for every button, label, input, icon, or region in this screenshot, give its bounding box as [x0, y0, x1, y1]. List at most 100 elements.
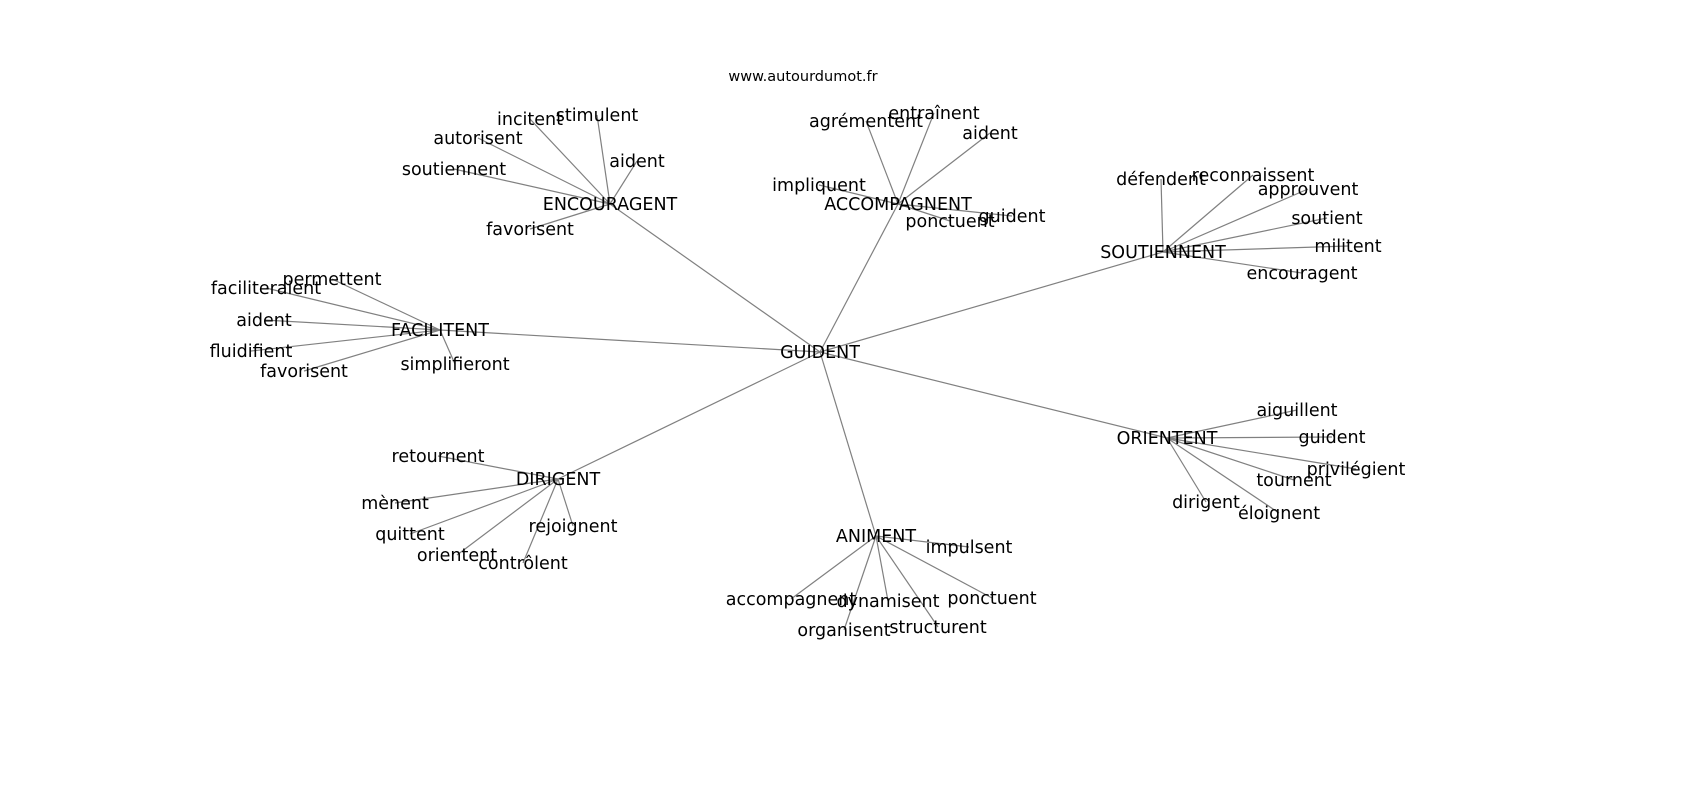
edge-hub-leaf [1162, 188, 1309, 253]
edge-hub-leaf [453, 168, 611, 205]
edge-hub-leaf [875, 535, 889, 602]
leaf-node: organisent [797, 621, 890, 641]
edge-hub-leaf [875, 535, 993, 599]
leaf-node: faciliteraient [211, 279, 321, 299]
leaf-node: soutiennent [402, 160, 506, 180]
edge-hub-leaf [609, 160, 638, 205]
leaf-node: tournent [1256, 471, 1331, 491]
leaf-node: dynamisent [836, 592, 939, 612]
edge-hub-leaf [439, 329, 456, 365]
hub-node: DIRIGENT [516, 470, 601, 490]
edge-center-hub [819, 251, 1164, 353]
leaf-node: stimulent [556, 106, 639, 126]
edge-hub-leaf [437, 455, 559, 480]
leaf-node: retournent [392, 447, 485, 467]
edge-hub-leaf [303, 329, 441, 372]
edge-hub-leaf [1166, 437, 1280, 514]
edge-hub-leaf [596, 114, 611, 205]
hub-node: SOUTIENNENT [1100, 243, 1226, 263]
edge-center-hub [819, 351, 877, 537]
edge-hub-leaf [1166, 437, 1295, 481]
edge-hub-leaf [331, 278, 441, 331]
edge-hub-leaf [557, 478, 574, 527]
leaf-node: orientent [417, 546, 497, 566]
hub-node: ORIENTENT [1117, 429, 1218, 449]
leaf-node: agrémentent [809, 112, 923, 132]
leaf-node: ponctuent [947, 589, 1036, 609]
leaf-node: quittent [375, 525, 445, 545]
leaf-node: soutient [1291, 209, 1362, 229]
leaf-node: reconnaissent [1192, 166, 1315, 186]
leaf-node: impliquent [772, 176, 866, 196]
edge-hub-leaf [790, 535, 877, 600]
edge-center-hub [819, 203, 899, 353]
leaf-node: favorisent [486, 220, 574, 240]
leaf-node: aiguillent [1256, 401, 1337, 421]
edge-hub-leaf [818, 184, 899, 205]
edges [250, 112, 1357, 631]
leaf-node: favorisent [260, 362, 348, 382]
edge-hub-leaf [1162, 174, 1254, 253]
edge-hub-leaf [1166, 437, 1357, 470]
edge-hub-leaf [843, 535, 877, 631]
edge-hub-leaf [1166, 409, 1298, 439]
site-title: www.autourdumot.fr [728, 69, 877, 85]
leaf-node: structurent [889, 618, 987, 638]
leaf-node: autorisent [433, 129, 522, 149]
edge-center-hub [557, 351, 821, 480]
edge-hub-leaf [897, 132, 991, 205]
leaf-node: rejoignent [529, 517, 618, 537]
leaf-node: mènent [361, 494, 429, 514]
leaf-node: éloignent [1238, 504, 1320, 524]
edge-hub-leaf [875, 535, 939, 628]
edge-hub-leaf [477, 137, 611, 205]
labels: www.autourdumot.fr GUIDENT ENCOURAGENT in… [210, 69, 1406, 641]
hub-node: ACCOMPAGNENT [824, 195, 972, 215]
leaf-node: privilégient [1307, 460, 1406, 480]
leaf-node: simplifieront [400, 355, 509, 375]
leaf-node: dirigent [1172, 493, 1240, 513]
edge-hub-leaf [1166, 436, 1333, 439]
edge-center-hub [439, 329, 821, 353]
leaf-node: aident [609, 152, 665, 172]
edge-hub-leaf [409, 478, 559, 535]
leaf-node: permettent [282, 270, 381, 290]
hub-node: ENCOURAGENT [543, 195, 678, 215]
edge-center-hub [609, 203, 821, 353]
leaf-node: défendent [1116, 170, 1206, 190]
leaf-node: incitent [497, 110, 563, 130]
leaf-node: aident [962, 124, 1018, 144]
leaf-node: guident [979, 207, 1046, 227]
leaf-node: guident [1299, 428, 1366, 448]
edge-hub-leaf [1162, 251, 1303, 274]
center-node: GUIDENT [780, 343, 860, 363]
edge-hub-leaf [897, 203, 1013, 217]
edge-hub-leaf [456, 478, 559, 556]
edge-hub-leaf [897, 112, 935, 205]
edge-hub-leaf [250, 329, 441, 352]
edge-hub-leaf [529, 118, 611, 205]
leaf-node: contrôlent [478, 554, 568, 574]
leaf-node: approuvent [1258, 180, 1359, 200]
edge-hub-leaf [263, 319, 441, 331]
edge-hub-leaf [394, 478, 559, 504]
leaf-node: accompagnent [726, 590, 857, 610]
leaf-node: aident [236, 311, 292, 331]
edge-hub-leaf [522, 478, 559, 564]
hub-node: ANIMENT [836, 527, 916, 547]
edge-hub-leaf [897, 203, 951, 222]
edge-hub-leaf [1166, 437, 1207, 503]
edge-hub-leaf [265, 287, 441, 331]
leaf-node: encouragent [1246, 264, 1357, 284]
hub-node: FACILITENT [391, 321, 489, 341]
edge-hub-leaf [1160, 178, 1164, 253]
edge-hub-leaf [529, 203, 611, 230]
edge-hub-leaf [1162, 217, 1328, 253]
edge-hub-leaf [865, 120, 899, 205]
edge-hub-leaf [1162, 245, 1349, 253]
edge-hub-leaf [875, 535, 970, 548]
leaf-node: fluidifient [210, 342, 293, 362]
leaf-node: impulsent [926, 538, 1013, 558]
leaf-node: entraînent [888, 104, 979, 124]
